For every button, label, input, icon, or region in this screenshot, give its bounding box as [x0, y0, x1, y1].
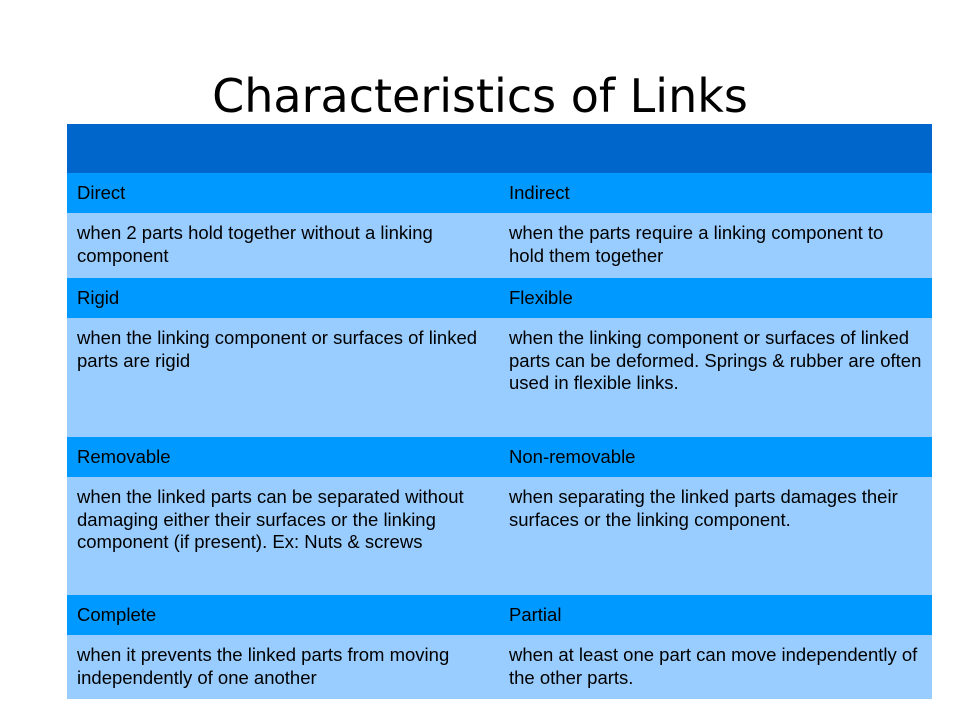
- desc-rigid: when the linking component or surfaces o…: [67, 318, 499, 437]
- desc-partial: when at least one part can move independ…: [499, 635, 932, 699]
- slide-title: Characteristics of Links: [212, 69, 748, 123]
- desc-direct: when 2 parts hold together without a lin…: [67, 213, 499, 278]
- table-row: when it prevents the linked parts from m…: [67, 635, 932, 699]
- link-type-direct: Direct: [67, 173, 499, 213]
- header-cell-right: [499, 124, 932, 173]
- desc-non-removable: when separating the linked parts damages…: [499, 477, 932, 595]
- desc-removable: when the linked parts can be separated w…: [67, 477, 499, 595]
- table-row: Complete Partial: [67, 595, 932, 635]
- link-type-complete: Complete: [67, 595, 499, 635]
- link-type-removable: Removable: [67, 437, 499, 477]
- table-row: when 2 parts hold together without a lin…: [67, 213, 932, 278]
- desc-complete: when it prevents the linked parts from m…: [67, 635, 499, 699]
- table-row: Direct Indirect: [67, 173, 932, 213]
- table-row: when the linking component or surfaces o…: [67, 318, 932, 437]
- links-characteristics-table: Direct Indirect when 2 parts hold togeth…: [67, 124, 932, 699]
- table-row: Removable Non-removable: [67, 437, 932, 477]
- desc-flexible: when the linking component or surfaces o…: [499, 318, 932, 437]
- link-type-partial: Partial: [499, 595, 932, 635]
- desc-indirect: when the parts require a linking compone…: [499, 213, 932, 278]
- link-type-non-removable: Non-removable: [499, 437, 932, 477]
- link-type-rigid: Rigid: [67, 278, 499, 318]
- table-row: Rigid Flexible: [67, 278, 932, 318]
- table-row: when the linked parts can be separated w…: [67, 477, 932, 595]
- header-cell-left: [67, 124, 499, 173]
- link-type-indirect: Indirect: [499, 173, 932, 213]
- link-type-flexible: Flexible: [499, 278, 932, 318]
- table-header-row: [67, 124, 932, 173]
